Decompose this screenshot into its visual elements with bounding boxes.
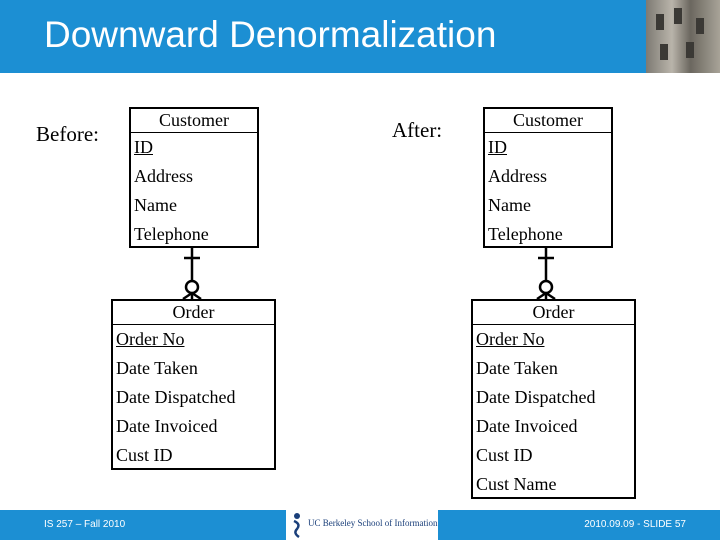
course-label: IS 257 – Fall 2010 (44, 519, 126, 530)
entity-attribute: Date Invoiced (116, 416, 218, 436)
slide-title: Downward Denormalization (44, 14, 497, 55)
primary-key-attribute: ID (134, 137, 153, 157)
before-order-entity: Order Order No Date Taken Date Dispatche… (111, 299, 276, 470)
entity-attribute: Date Dispatched (476, 387, 596, 407)
entity-attribute: Date Invoiced (476, 416, 578, 436)
after-order-entity: Order Order No Date Taken Date Dispatche… (471, 299, 636, 499)
entity-title: Order (113, 301, 274, 325)
entity-attribute: Name (134, 195, 177, 215)
entity-attribute: Cust Name (476, 474, 557, 494)
title-bar: Downward Denormalization (0, 0, 720, 73)
ischool-logo: UC Berkeley School of Information (286, 510, 438, 540)
before-label: Before: (36, 122, 99, 146)
before-relationship-line (182, 248, 202, 301)
entity-attribute: Telephone (488, 224, 563, 244)
slide-number: 2010.09.09 - SLIDE 57 (584, 519, 686, 530)
primary-key-attribute: Order No (116, 329, 185, 349)
entity-attribute: Date Taken (476, 358, 558, 378)
primary-key-attribute: ID (488, 137, 507, 157)
entity-title: Customer (131, 109, 257, 133)
after-label: After: (392, 118, 443, 142)
primary-key-attribute: Order No (476, 329, 545, 349)
entity-attribute: Address (134, 166, 193, 186)
entity-attribute: Address (488, 166, 547, 186)
ischool-logo-icon (293, 513, 300, 538)
entity-attribute: Date Dispatched (116, 387, 236, 407)
entity-attribute: Name (488, 195, 531, 215)
entity-title: Order (473, 301, 634, 325)
entity-attribute: Cust ID (116, 445, 173, 465)
entity-title: Customer (485, 109, 611, 133)
entity-attribute: Telephone (134, 224, 209, 244)
building-photo (646, 0, 720, 73)
before-customer-entity: Customer ID Address Name Telephone (129, 107, 259, 248)
entity-attribute: Date Taken (116, 358, 198, 378)
after-customer-entity: Customer ID Address Name Telephone (483, 107, 613, 248)
after-relationship-line (536, 248, 556, 301)
logo-text: UC Berkeley School of Information (308, 518, 438, 528)
entity-attribute: Cust ID (476, 445, 533, 465)
